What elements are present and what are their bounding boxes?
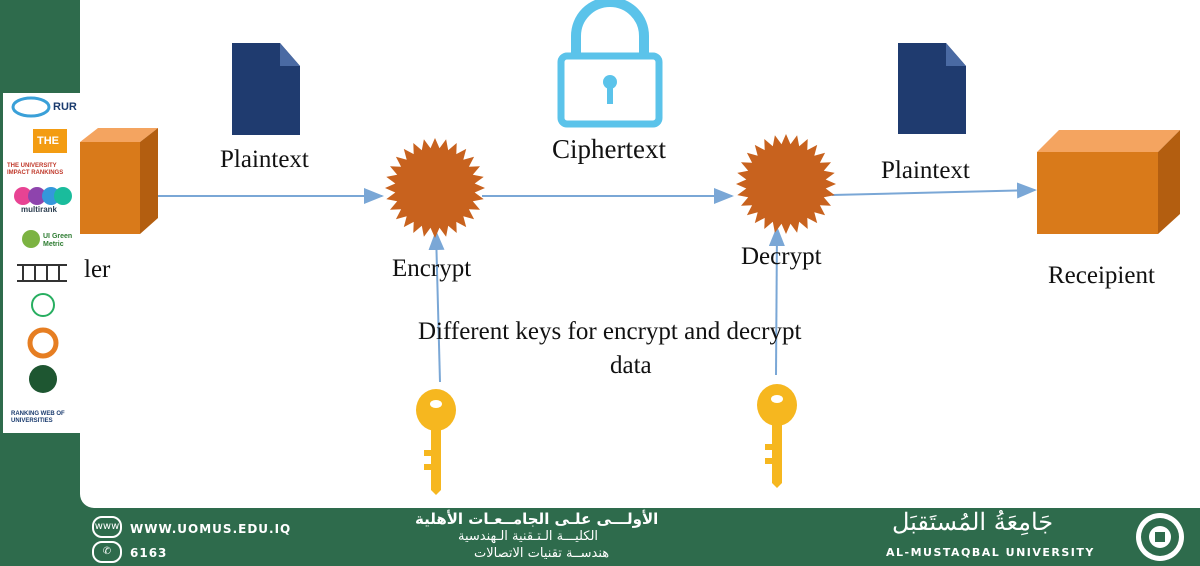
encrypt-starburst-icon <box>385 138 485 238</box>
plaintext-label-right: Plaintext <box>881 157 970 184</box>
institution-logo-icon <box>17 264 67 282</box>
university-seal-icon <box>1136 513 1184 561</box>
ciphertext-label: Ciphertext <box>552 134 666 164</box>
arrow-decrypt-to-recipient <box>831 182 1037 199</box>
rankings-panel: RUR THE THE UNIVERSITY IMPACT RANKINGS m… <box>3 93 80 433</box>
greenmetric-logo-icon <box>22 230 40 248</box>
arab-engineers-logo-icon <box>29 365 57 393</box>
multirank-logo-icon <box>14 187 32 205</box>
encrypt-label: Encrypt <box>392 255 472 282</box>
plaintext-label-left: Plaintext <box>220 146 309 173</box>
phone-number: 6163 <box>130 546 168 560</box>
footer-arabic-line-2: الكليـــة الـتـقنية الـهندسية <box>458 529 599 544</box>
rur-logo-icon <box>11 96 51 118</box>
arrow-key-to-decrypt <box>768 226 785 376</box>
footer-arabic-line-1: الأولـــى علـى الجامــعـات الأهلية <box>415 510 659 528</box>
multirank-label: multirank <box>21 205 58 214</box>
caption-line-1: Different keys for encrypt and decrypt <box>418 318 802 345</box>
university-name-arabic: جَامِعَةُ المُستَقبَل <box>892 508 1054 536</box>
padlock-icon <box>557 0 663 128</box>
arrow-key-to-encrypt <box>428 230 445 383</box>
key-icon-decrypt <box>757 384 797 488</box>
footer-band: www ✆ WWW.UOMUS.EDU.IQ 6163 الأولـــى عل… <box>0 508 1200 566</box>
document-icon-right <box>898 43 966 134</box>
rankings-logos <box>11 96 72 393</box>
recipient-box-icon <box>1037 130 1180 234</box>
recipient-label: Receipient <box>1048 262 1155 289</box>
rur-label: RUR <box>53 101 77 113</box>
arab-rank-logo-icon <box>31 293 55 317</box>
website-link[interactable]: WWW.UOMUS.EDU.IQ <box>130 522 292 536</box>
the-impact-label: THE UNIVERSITY IMPACT RANKINGS <box>7 163 64 176</box>
university-name-english: AL-MUSTAQBAL UNIVERSITY <box>886 546 1095 559</box>
key-icon-encrypt <box>416 389 456 495</box>
webometrics-label: RANKING WEB OF UNIVERSITIES <box>11 411 65 424</box>
caption-line-2: data <box>610 352 652 379</box>
greenmetric-label: UI Green Metric <box>43 233 73 248</box>
phone-icon: ✆ <box>92 541 122 563</box>
decrypt-label: Decrypt <box>741 243 822 270</box>
the-logo-icon <box>33 129 67 153</box>
encryption-diagram <box>80 0 1180 495</box>
globe-icon: www <box>92 516 122 538</box>
footer-arabic-line-3: هندســة تقنيات الاتصالات <box>474 546 610 561</box>
the-label: THE <box>37 135 59 147</box>
sender-label: ler <box>84 256 111 283</box>
sender-box-icon <box>80 128 158 234</box>
slide-content: ler Plaintext Ciphertext Plaintext Encry… <box>80 0 1200 508</box>
document-icon-left <box>232 43 300 135</box>
decrypt-starburst-icon <box>736 134 836 234</box>
sdg-logo-icon <box>27 327 59 359</box>
